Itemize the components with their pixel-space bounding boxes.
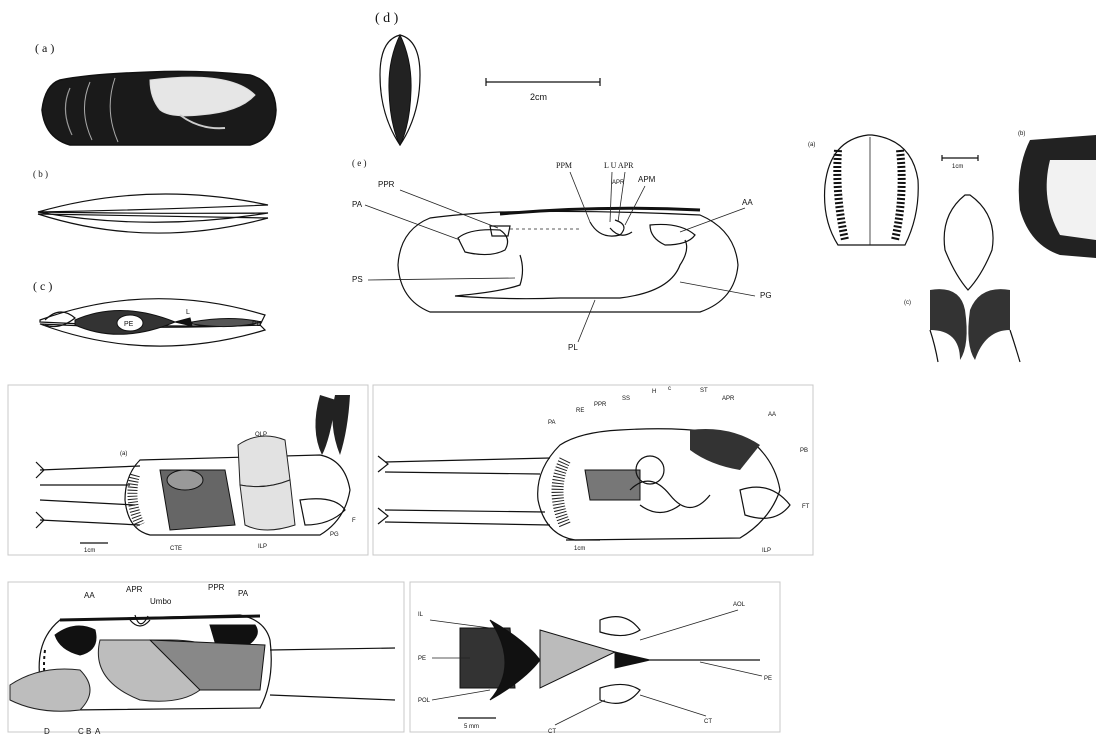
- e-label-pg: PG: [760, 291, 772, 300]
- mid-right-label-ss: SS: [622, 396, 630, 402]
- bottom-left-label-ppr: PPR: [208, 583, 225, 592]
- bottom-right-label-aol: AOL: [733, 602, 746, 608]
- panel-bottom-right-anatomy: IL PE POL AOL PE CT CT 5 mm: [418, 602, 772, 735]
- label-a: ( a ): [35, 41, 54, 55]
- mid-left-label-ilp: ILP: [258, 544, 267, 550]
- mid-right-label-pa: PA: [548, 420, 556, 426]
- bottom-right-label-pe-right: PE: [764, 676, 772, 682]
- mid-right-scale: 1cm: [574, 546, 585, 552]
- ilp-flap: [240, 480, 295, 530]
- mid-left-label-olp: OLP: [255, 432, 267, 438]
- valve-top: [38, 194, 268, 212]
- e-label-apm: APM: [638, 175, 656, 184]
- mid-left-label-pg: PG: [330, 532, 339, 538]
- mid-right-label-ft: FT: [802, 504, 810, 510]
- e-label-pl: PL: [568, 343, 578, 352]
- bottom-right-wedge: [540, 630, 615, 688]
- e-label-lu-apr: L U APR: [604, 161, 634, 170]
- panel-right-siphons: (a) (b) (c) 1cm: [808, 131, 1096, 362]
- panel-mid-left-anatomy: (a) OLP CTE ILP PG F 1cm: [36, 395, 356, 554]
- bottom-left-label-aa: AA: [84, 591, 95, 600]
- e-label-ppr: PPR: [378, 180, 395, 189]
- label-d: ( d ): [375, 11, 399, 26]
- mid-right-label-pb: PB: [800, 448, 808, 454]
- e-label-ps: PS: [352, 275, 363, 284]
- panel-bottom-left-anatomy: AA APR Umbo PPR PA D C B A: [10, 583, 395, 735]
- mid-right-label-ppr: PPR: [594, 402, 607, 408]
- panel-a-shell: ( a ): [35, 41, 276, 145]
- bottom-right-label-pe: PE: [418, 656, 426, 662]
- label-e: ( e ): [352, 158, 367, 168]
- mid-right-label-re: RE: [576, 408, 584, 414]
- e-label-pa: PA: [352, 200, 363, 209]
- bottom-right-label-ct-left: CT: [548, 729, 556, 735]
- panel-d-end-view: ( d ) 2cm: [375, 11, 600, 145]
- bottom-left-label-pa: PA: [238, 589, 249, 598]
- bottom-left-label-a: A: [95, 727, 101, 735]
- bottom-right-scale: 5 mm: [464, 724, 479, 730]
- label-c: ( c ): [33, 279, 52, 293]
- scale-d-label: 2cm: [530, 92, 547, 102]
- label-b: ( b ): [33, 169, 48, 179]
- e-label-ppm: PPM: [556, 161, 572, 170]
- mid-left-label-a: (a): [120, 451, 127, 457]
- posterior-adductor: [458, 230, 508, 255]
- bottom-right-label-il: IL: [418, 612, 424, 618]
- panel-mid-right-anatomy: PA RE PPR SS H c ST APR AA PB FT ILP 1cm: [378, 386, 810, 554]
- mid-right-label-st: ST: [700, 388, 708, 394]
- e-label-aa: AA: [742, 198, 753, 207]
- bottom-left-label-apr: APR: [126, 585, 143, 594]
- mid-left-label-cte: CTE: [170, 546, 182, 552]
- shell-interior-outline: [398, 211, 738, 312]
- anterior-adductor: [650, 224, 695, 245]
- c-label-l: L: [186, 309, 190, 316]
- mid-right-label-aa: AA: [768, 412, 776, 418]
- pallial-sinus: [455, 240, 687, 299]
- mid-right-label-ilp: ILP: [762, 548, 771, 554]
- mid-left-scale: 1cm: [84, 548, 95, 554]
- mid-right-label-c: c: [668, 386, 671, 392]
- bottom-left-label-c: C: [78, 727, 84, 735]
- mid-right-label-apr: APR: [722, 396, 735, 402]
- panel-b-outline: ( b ): [33, 169, 268, 233]
- right-label-b: (b): [1018, 131, 1025, 137]
- panel-c-dorsal: ( c ) PE L PE: [33, 279, 265, 346]
- bottom-right-label-ct-right: CT: [704, 719, 712, 725]
- bottom-right-label-pol: POL: [418, 698, 431, 704]
- bottom-left-label-umbo: Umbo: [150, 597, 172, 606]
- right-label-a: (a): [808, 142, 815, 148]
- c-label-pe-left: PE: [124, 321, 134, 328]
- bottom-aa-muscle: [55, 626, 96, 655]
- bottom-left-label-b: B: [86, 727, 91, 735]
- bottom-left-label-d: D: [44, 727, 50, 735]
- mid-right-label-h: H: [652, 389, 656, 395]
- mid-left-label-f: F: [352, 518, 356, 524]
- gill-block-right: [585, 470, 640, 500]
- right-label-c: (c): [904, 300, 911, 306]
- olp-flap: [238, 436, 290, 487]
- c-label-pe-right: PE: [252, 321, 262, 328]
- panel-e-interior: ( e ) PPM L U APR APR APM PPR PA AA PS P…: [352, 158, 772, 352]
- right-scale-label: 1cm: [952, 164, 963, 170]
